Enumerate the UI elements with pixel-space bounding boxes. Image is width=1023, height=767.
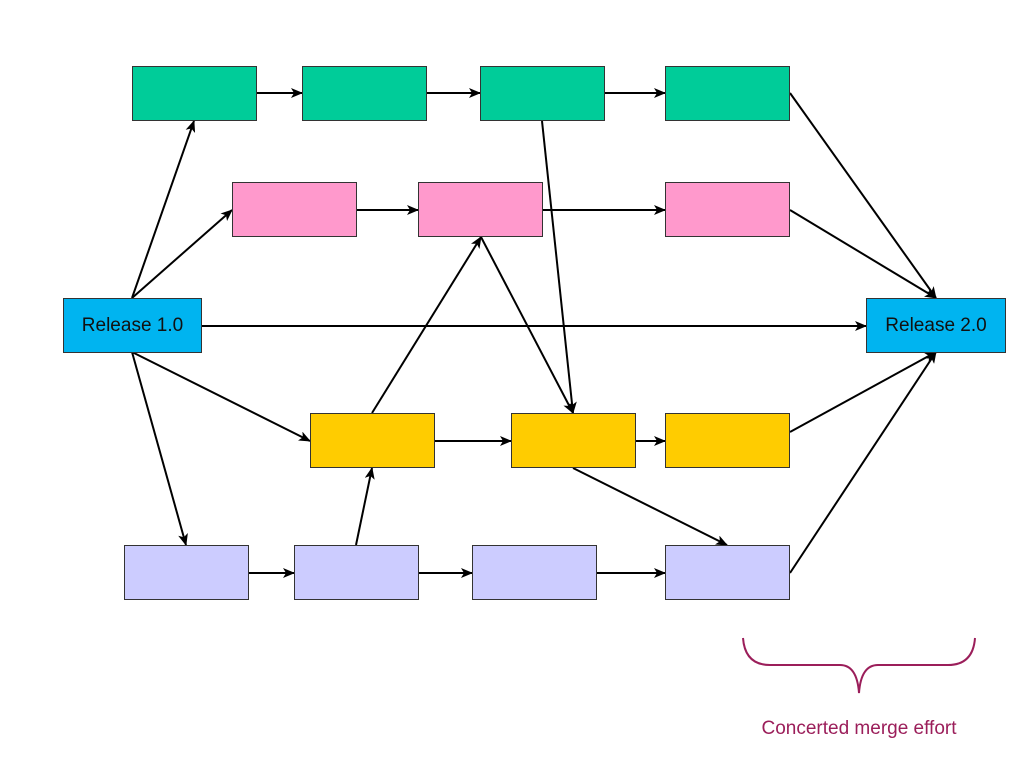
green-branch-node-4 bbox=[665, 66, 790, 121]
release-2-0-node: Release 2.0 bbox=[866, 298, 1006, 353]
merge-effort-annotation: Concerted merge effort bbox=[761, 718, 957, 739]
edge-yellow-3-to-release-2 bbox=[789, 351, 937, 433]
lavender-branch-node-1 bbox=[124, 545, 249, 600]
edge-release-to-lavender bbox=[131, 351, 188, 546]
edge-pink-2-to-yellow-2 bbox=[480, 236, 574, 414]
edge-lavender-2-to-yellow-1 bbox=[355, 467, 375, 546]
edge-pink-3-to-release-2 bbox=[789, 209, 937, 299]
edge-release-to-green bbox=[131, 120, 196, 299]
lavender-branch-node-4 bbox=[665, 545, 790, 600]
release-1-0-node: Release 1.0 bbox=[63, 298, 202, 353]
green-branch-node-2 bbox=[302, 66, 427, 121]
yellow-branch-node-3 bbox=[665, 413, 790, 468]
edge-green-3-to-yellow-2 bbox=[541, 120, 577, 414]
yellow-branch-node-2 bbox=[511, 413, 636, 468]
edge-lavender-4-to-release-2 bbox=[789, 351, 937, 574]
release-2-0-label: Release 2.0 bbox=[885, 314, 987, 336]
green-branch-node-1 bbox=[132, 66, 257, 121]
release-1-0-label: Release 1.0 bbox=[81, 314, 184, 336]
edge-green-4-to-release-2 bbox=[789, 92, 937, 299]
yellow-branch-node-1 bbox=[310, 413, 435, 468]
edge-yellow-1-to-pink-2 bbox=[371, 236, 482, 414]
merge-effort-brace bbox=[742, 637, 976, 694]
pink-branch-node-1 bbox=[232, 182, 357, 237]
edge-release-to-pink bbox=[131, 209, 233, 299]
edge-release-to-yellow bbox=[131, 351, 311, 442]
pink-branch-node-3 bbox=[665, 182, 790, 237]
green-branch-node-3 bbox=[480, 66, 605, 121]
lavender-branch-node-2 bbox=[294, 545, 419, 600]
pink-branch-node-2 bbox=[418, 182, 543, 237]
lavender-branch-node-3 bbox=[472, 545, 597, 600]
edge-yellow-2-to-lavender-4 bbox=[572, 467, 728, 546]
